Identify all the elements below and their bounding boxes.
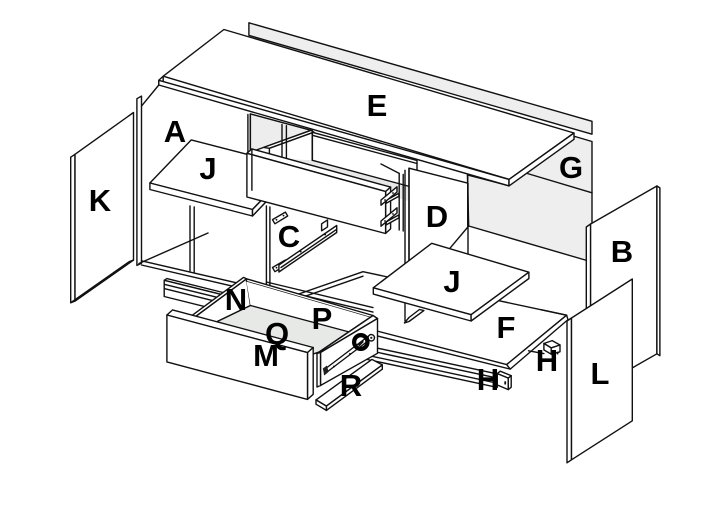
svg-text:A: A (164, 114, 186, 149)
svg-text:E: E (367, 88, 388, 123)
svg-text:K: K (89, 183, 112, 218)
svg-text:L: L (591, 356, 610, 391)
svg-text:C: C (278, 219, 300, 254)
svg-text:J: J (443, 264, 460, 299)
svg-text:H: H (477, 362, 499, 397)
svg-text:D: D (426, 199, 448, 234)
svg-text:B: B (611, 234, 633, 269)
svg-text:J: J (199, 151, 216, 186)
svg-text:G: G (559, 150, 583, 185)
svg-text:R: R (340, 368, 362, 403)
svg-text:M: M (253, 338, 279, 373)
svg-text:P: P (312, 301, 333, 336)
svg-text:N: N (225, 282, 247, 317)
svg-text:F: F (497, 310, 516, 345)
svg-text:H: H (536, 343, 558, 378)
svg-text:Q: Q (265, 316, 289, 351)
